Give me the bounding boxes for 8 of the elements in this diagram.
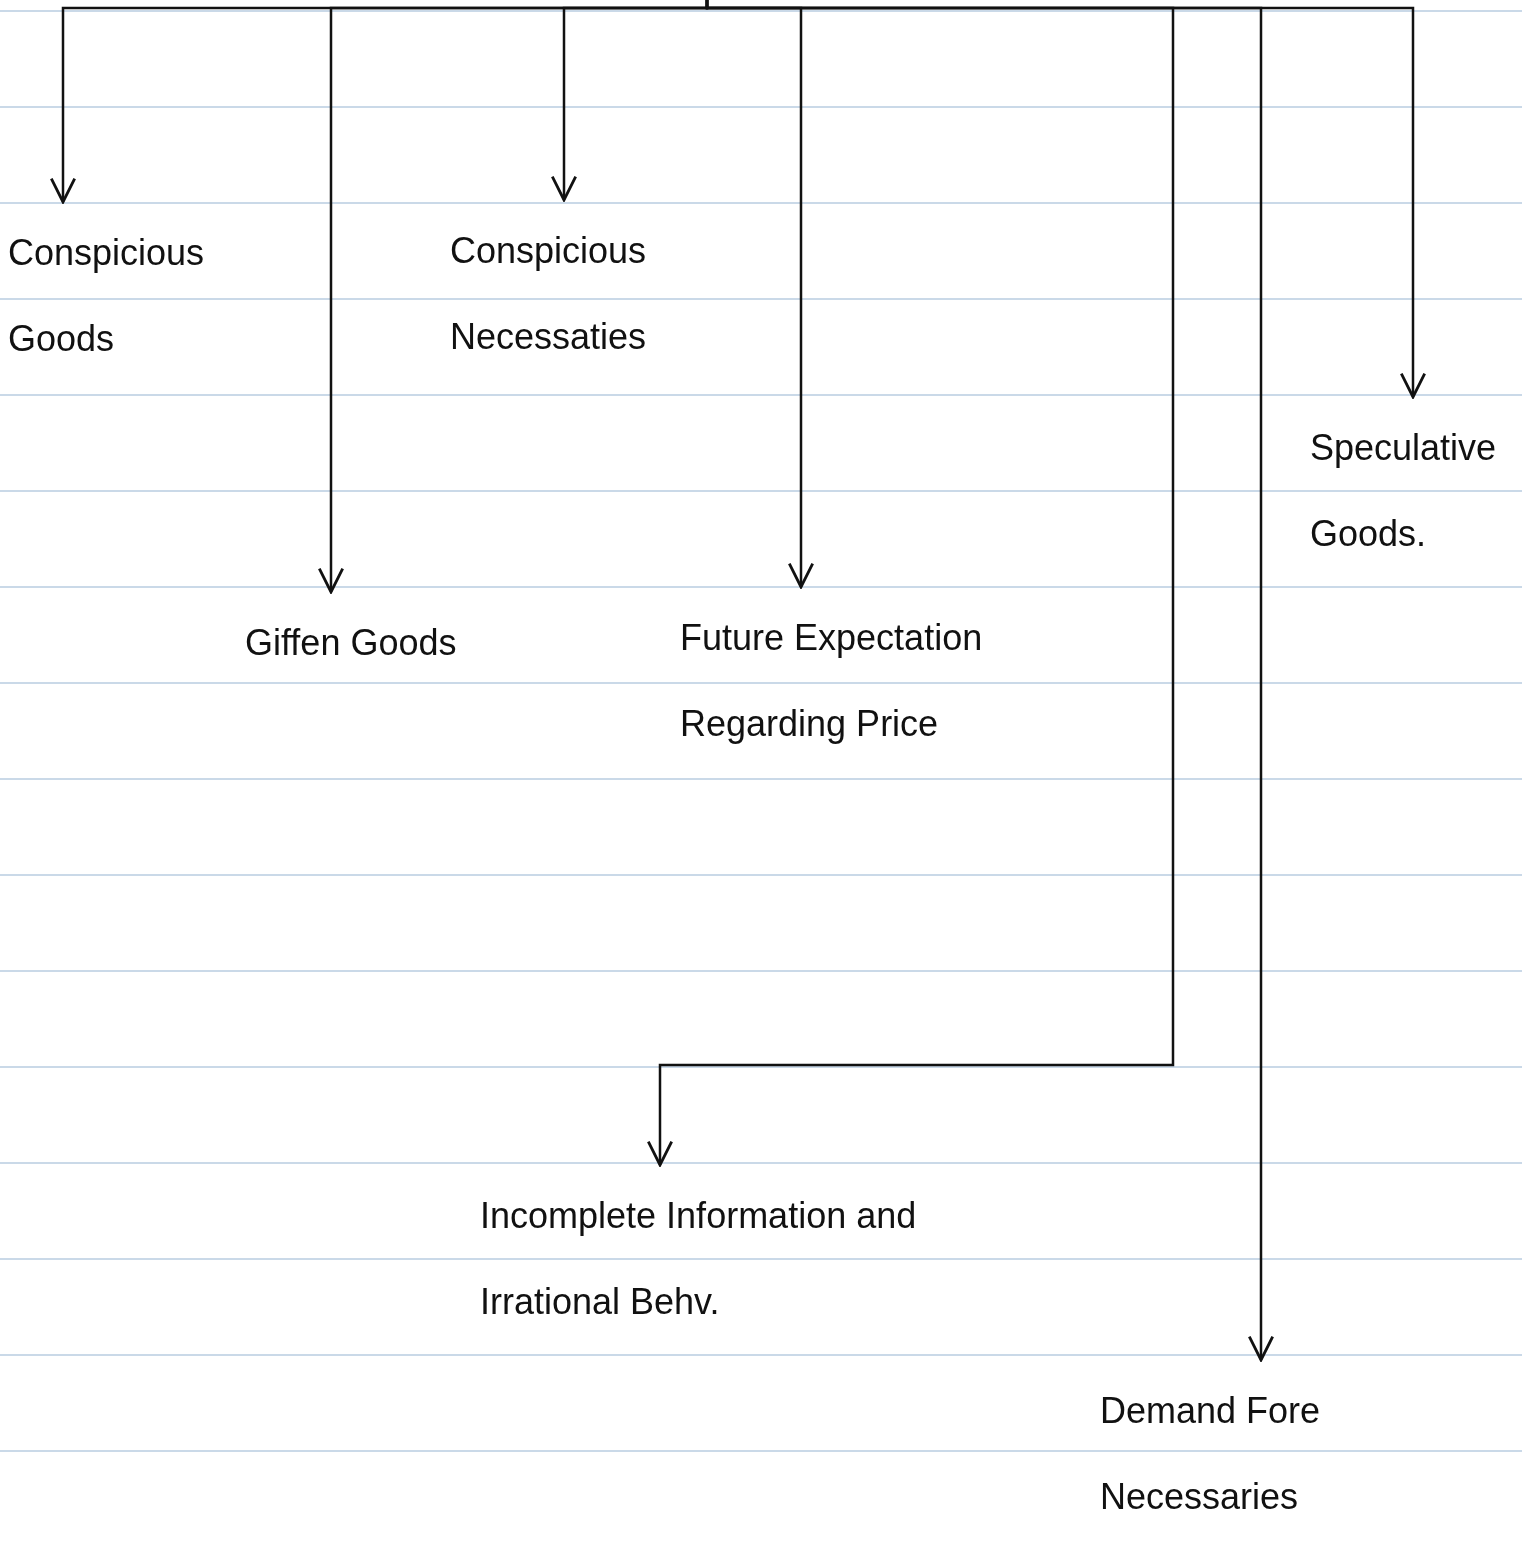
arrow [705, 0, 1275, 1362]
node-label: Speculative Goods. [1310, 426, 1498, 556]
node-label: Giffen Goods [245, 621, 458, 665]
node-label: Conspicious Goods [8, 231, 206, 361]
node-label: Future Expectation Regarding Price [680, 616, 984, 746]
node-label: Conspicious Necessaties [450, 229, 648, 359]
node-label: Incomplete Information and Irrational Behv. [480, 1194, 918, 1324]
node-label: Demand Fore Necessaries [1100, 1389, 1322, 1519]
